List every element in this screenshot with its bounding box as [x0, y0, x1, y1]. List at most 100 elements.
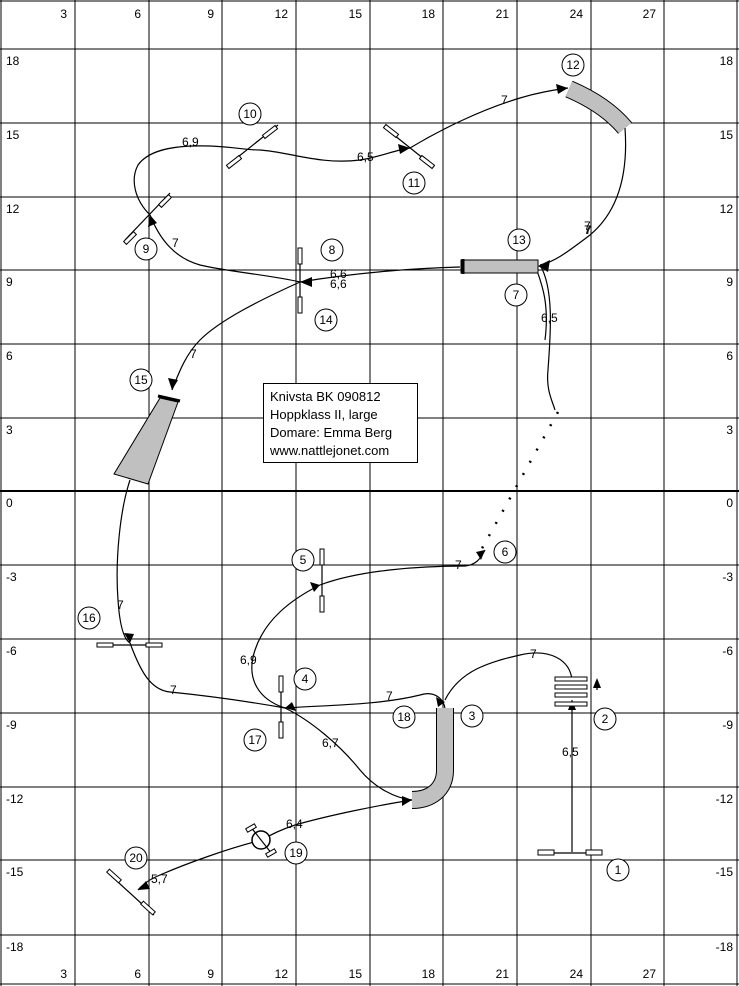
obstacle-number-14: 14: [314, 308, 338, 332]
obstacle-number-6: 6: [493, 540, 517, 564]
y-label-right: 3: [726, 423, 733, 437]
obstacle-number-18: 18: [392, 705, 416, 729]
distance-label: 6,7: [322, 736, 339, 750]
y-label-left: -6: [6, 644, 17, 658]
x-label-top: 24: [570, 7, 584, 21]
chute-15: [113, 394, 181, 485]
distance-label: 7: [386, 689, 393, 703]
club-date: Knivsta BK 090812: [270, 389, 381, 404]
distance-label: 7: [117, 598, 124, 612]
obstacle-number-2: 2: [593, 707, 617, 731]
svg-text:13: 13: [512, 233, 526, 247]
x-label-top: 15: [349, 7, 363, 21]
jump-5: [319, 548, 325, 613]
y-label-left: -15: [6, 865, 24, 879]
x-label-bottom: 12: [275, 967, 289, 981]
obstacle-number-11: 11: [402, 171, 426, 195]
y-label-left: -3: [6, 570, 17, 584]
x-label-bottom: 24: [570, 967, 584, 981]
y-label-left: 9: [6, 275, 13, 289]
svg-text:12: 12: [566, 58, 580, 72]
y-label-right: 0: [726, 496, 733, 510]
x-label-top: 21: [496, 7, 510, 21]
y-label-left: -12: [6, 792, 24, 806]
x-label-bottom: 21: [496, 967, 510, 981]
x-label-top: 6: [134, 7, 141, 21]
y-label-right: 15: [720, 128, 734, 142]
jump-9: [122, 192, 173, 246]
y-label-right: 6: [726, 349, 733, 363]
svg-text:20: 20: [129, 851, 143, 865]
obstacle-number-19: 19: [284, 841, 308, 865]
x-label-bottom: 6: [134, 967, 141, 981]
distance-label: 6,5: [357, 150, 374, 164]
y-label-right: -18: [716, 940, 734, 954]
distance-label: 6,4: [286, 817, 303, 831]
x-label-top: 18: [422, 7, 436, 21]
course-path: [116, 87, 627, 891]
distance-label: 7: [170, 683, 177, 697]
distance-label: 7: [584, 219, 591, 233]
website: www.nattlejonet.com: [270, 443, 390, 458]
obstacle-number-5: 5: [291, 548, 315, 572]
distance-label: 6,6: [330, 267, 347, 281]
jump-10: [225, 124, 279, 170]
svg-text:14: 14: [319, 313, 333, 327]
x-label-bottom: 27: [643, 967, 657, 981]
svg-text:1: 1: [615, 863, 622, 877]
svg-text:18: 18: [397, 710, 411, 724]
svg-text:19: 19: [289, 846, 303, 860]
svg-text:7: 7: [513, 288, 520, 302]
x-label-bottom: 18: [422, 967, 436, 981]
svg-text:10: 10: [243, 107, 257, 121]
svg-text:2: 2: [602, 712, 609, 726]
x-label-bottom: 3: [60, 967, 67, 981]
jump-2-oxer: [554, 676, 588, 707]
distance-label: 7: [501, 93, 508, 107]
course-info-box: Knivsta BK 090812 Hoppklass II, large Do…: [263, 383, 418, 463]
distance-label: 6,9: [240, 653, 257, 667]
y-label-right: -6: [722, 644, 733, 658]
y-label-left: 3: [6, 423, 13, 437]
distance-label: 7: [172, 236, 179, 250]
y-label-left: 18: [6, 54, 20, 68]
distance-label: 6,5: [562, 745, 579, 759]
jump-4-17: [278, 675, 284, 739]
jump-8-14: [297, 247, 303, 314]
svg-text:6: 6: [502, 545, 509, 559]
obstacle-number-12: 12: [561, 53, 585, 77]
jump-1: [537, 849, 603, 856]
svg-text:4: 4: [302, 672, 309, 686]
y-label-left: 12: [6, 202, 20, 216]
obstacle-number-16: 16: [77, 606, 101, 630]
y-label-left: 6: [6, 349, 13, 363]
y-label-left: 15: [6, 128, 20, 142]
y-label-right: -9: [722, 718, 733, 732]
obstacle-number-7: 7: [504, 283, 528, 307]
x-label-top: 3: [60, 7, 67, 21]
distance-label: 7: [530, 647, 537, 661]
jump-20: [106, 868, 156, 916]
distance-labels: 6,5776,96,777776,576,976,5776,66,676,45,…: [117, 93, 592, 886]
svg-text:17: 17: [248, 733, 262, 747]
tire-19: [244, 823, 278, 858]
jump-11: [382, 123, 436, 170]
x-label-bottom: 15: [349, 967, 363, 981]
tunnel-12: [565, 80, 632, 134]
x-label-top: 27: [643, 7, 657, 21]
distance-label: 6,9: [182, 135, 199, 149]
distance-label: 7: [455, 558, 462, 572]
distance-label: 6,5: [541, 311, 558, 325]
distance-label: 7: [190, 347, 197, 361]
x-label-top: 12: [275, 7, 289, 21]
y-label-left: -18: [6, 940, 24, 954]
svg-text:8: 8: [329, 243, 336, 257]
obstacle-number-17: 17: [243, 728, 267, 752]
y-label-right: -15: [716, 865, 734, 879]
obstacle-number-4: 4: [293, 667, 317, 691]
y-label-right: -3: [722, 570, 733, 584]
tunnel-3-18: [411, 708, 454, 809]
